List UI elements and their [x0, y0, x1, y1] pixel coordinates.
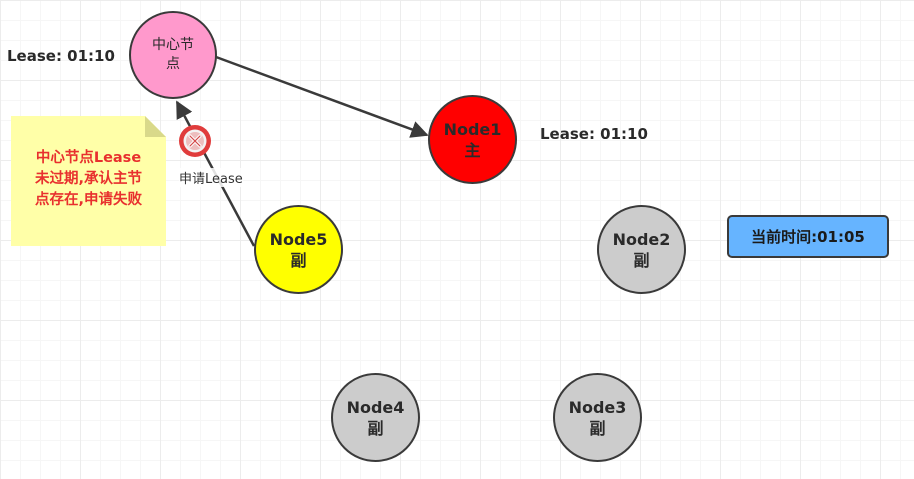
node5[interactable]: Node5 副	[254, 205, 343, 294]
center-node-lease: Lease: 01:10	[7, 47, 115, 65]
center-node-label: 中心节点	[152, 37, 194, 72]
node1-name: Node1	[443, 119, 502, 139]
note-line-3: 点存在,申请失败	[34, 192, 142, 208]
node3-name: Node3	[568, 397, 627, 417]
sticky-note	[11, 116, 166, 246]
node2-name: Node2	[612, 229, 671, 249]
node3-role: 副	[589, 418, 606, 438]
edge-center-to-node1	[215, 55, 429, 138]
node1-role: 主	[464, 140, 481, 160]
node5-role: 副	[290, 250, 307, 270]
current-time-text: 当前时间:01:05	[751, 228, 865, 246]
note-line-1: 中心节点Lease	[35, 150, 142, 166]
node1-lease: Lease: 01:10	[540, 125, 648, 143]
node2[interactable]: Node2 副	[597, 205, 686, 294]
edge-label-request-lease: 申请Lease	[179, 168, 243, 187]
node3[interactable]: Node3 副	[553, 373, 642, 462]
node4[interactable]: Node4 副	[331, 373, 420, 462]
node2-role: 副	[633, 250, 650, 270]
sticky-note-text: 中心节点Lease 未过期,承认主节 点存在,申请失败	[11, 148, 166, 211]
error-x-icon	[179, 125, 211, 157]
node5-name: Node5	[269, 229, 328, 249]
node4-name: Node4	[346, 397, 405, 417]
center-node[interactable]: 中心节点	[129, 11, 217, 99]
note-line-2: 未过期,承认主节	[34, 171, 142, 187]
current-time-box: 当前时间:01:05	[727, 215, 889, 258]
node1[interactable]: Node1 主	[428, 95, 517, 184]
node4-role: 副	[367, 418, 384, 438]
